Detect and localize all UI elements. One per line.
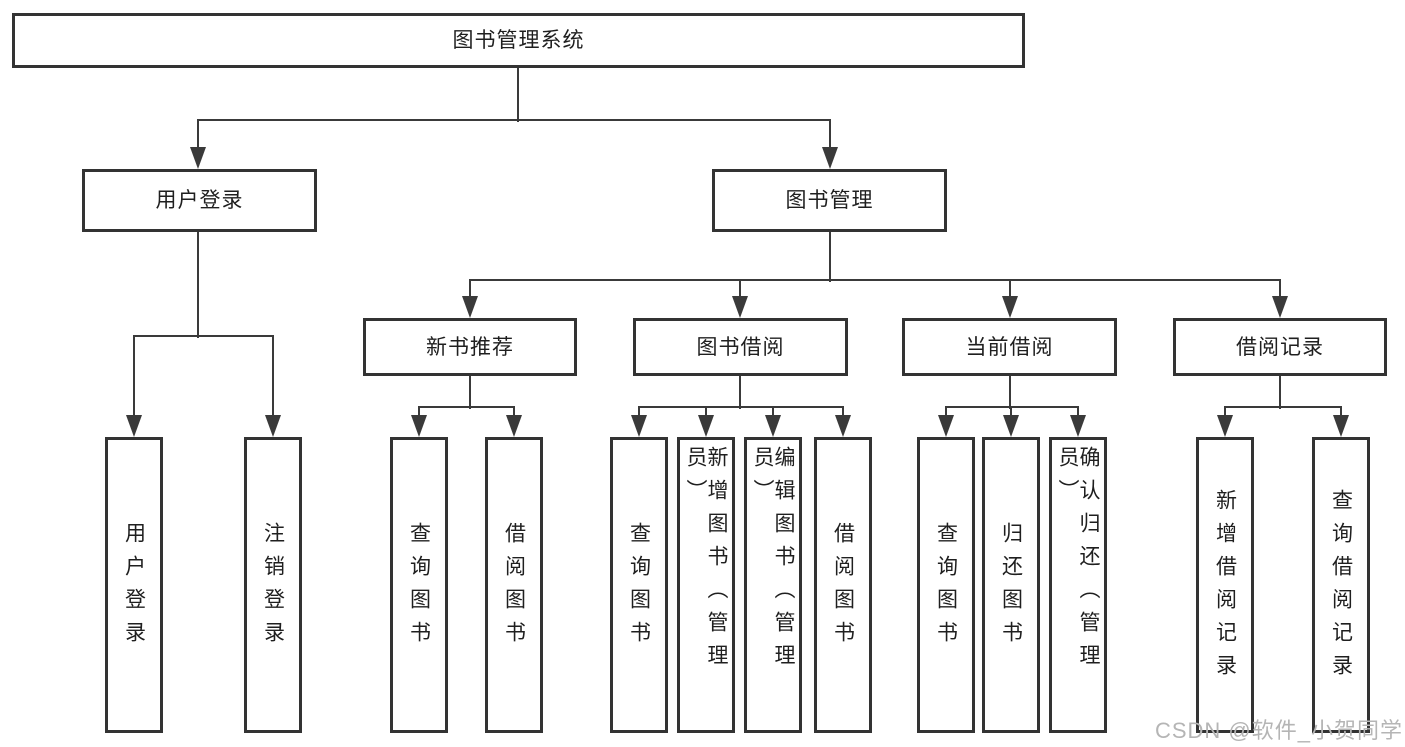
- arrow-down-icon: [506, 415, 522, 437]
- leaf-records-query-borrow-record: 查询借阅记录: [1312, 437, 1370, 733]
- node-new-book-recommend: 新书推荐: [363, 318, 577, 376]
- connector-line: [739, 280, 741, 300]
- arrow-down-icon: [190, 147, 206, 169]
- node-book-borrowing: 图书借阅: [633, 318, 848, 376]
- connector-line: [945, 407, 947, 419]
- connector-line: [418, 406, 515, 408]
- arrow-down-icon: [1002, 296, 1018, 318]
- arrow-down-icon: [1070, 415, 1086, 437]
- leaf-user-login: 用户登录: [105, 437, 163, 733]
- connector-line: [1224, 407, 1226, 419]
- leaf-borrowing-borrow-book: 借阅图书: [814, 437, 872, 733]
- connector-line: [469, 280, 471, 300]
- connector-line: [1279, 374, 1281, 409]
- arrow-down-icon: [265, 415, 281, 437]
- watermark: CSDN @软件_小贺同学: [1154, 718, 1403, 743]
- leaf-current-return-book: 归还图书: [982, 437, 1040, 733]
- connector-line: [1340, 407, 1342, 419]
- connector-line: [469, 279, 1281, 281]
- connector-line: [705, 407, 707, 419]
- connector-line: [517, 66, 519, 122]
- leaf-newrec-query-book: 查询图书: [390, 437, 448, 733]
- node-book-management: 图书管理: [712, 169, 947, 232]
- arrow-down-icon: [822, 147, 838, 169]
- arrow-down-icon: [732, 296, 748, 318]
- leaf-newrec-borrow-book: 借阅图书: [485, 437, 543, 733]
- connector-line: [513, 407, 515, 419]
- connector-line: [842, 407, 844, 419]
- node-current-borrowing: 当前借阅: [902, 318, 1117, 376]
- leaf-current-query-book: 查询图书: [917, 437, 975, 733]
- arrow-down-icon: [631, 415, 647, 437]
- connector-line: [1077, 407, 1079, 419]
- connector-line: [829, 231, 831, 282]
- leaf-records-add-borrow-record: 新增借阅记录: [1196, 437, 1254, 733]
- arrow-down-icon: [1003, 415, 1019, 437]
- connector-line: [272, 336, 274, 419]
- connector-line: [1224, 406, 1342, 408]
- connector-line: [133, 336, 135, 419]
- connector-line: [197, 120, 199, 151]
- connector-line: [1009, 280, 1011, 300]
- leaf-borrowing-edit-book-admin: 编辑图书（管理员）: [744, 437, 802, 733]
- connector-line: [197, 231, 199, 338]
- connector-line: [1279, 280, 1281, 300]
- connector-line: [1009, 374, 1011, 409]
- arrow-down-icon: [1272, 296, 1288, 318]
- leaf-current-confirm-return-admin: 确认归还（管理员）: [1049, 437, 1107, 733]
- connector-line: [469, 374, 471, 409]
- connector-line: [739, 374, 741, 409]
- node-borrowing-records: 借阅记录: [1173, 318, 1387, 376]
- connector-line: [418, 407, 420, 419]
- leaf-logout: 注销登录: [244, 437, 302, 733]
- connector-line: [829, 120, 831, 151]
- arrow-down-icon: [462, 296, 478, 318]
- arrow-down-icon: [411, 415, 427, 437]
- arrow-down-icon: [126, 415, 142, 437]
- arrow-down-icon: [1217, 415, 1233, 437]
- connector-line: [772, 407, 774, 419]
- arrow-down-icon: [835, 415, 851, 437]
- connector-line: [1010, 407, 1012, 419]
- connector-line: [638, 406, 844, 408]
- connector-line: [133, 335, 274, 337]
- connector-line: [638, 407, 640, 419]
- arrow-down-icon: [765, 415, 781, 437]
- connector-line: [197, 119, 831, 121]
- node-library-management-system: 图书管理系统: [12, 13, 1025, 68]
- node-user-login: 用户登录: [82, 169, 317, 232]
- arrow-down-icon: [938, 415, 954, 437]
- arrow-down-icon: [698, 415, 714, 437]
- connector-line: [945, 406, 1079, 408]
- leaf-borrowing-query-book: 查询图书: [610, 437, 668, 733]
- leaf-borrowing-add-book-admin: 新增图书（管理员）: [677, 437, 735, 733]
- arrow-down-icon: [1333, 415, 1349, 437]
